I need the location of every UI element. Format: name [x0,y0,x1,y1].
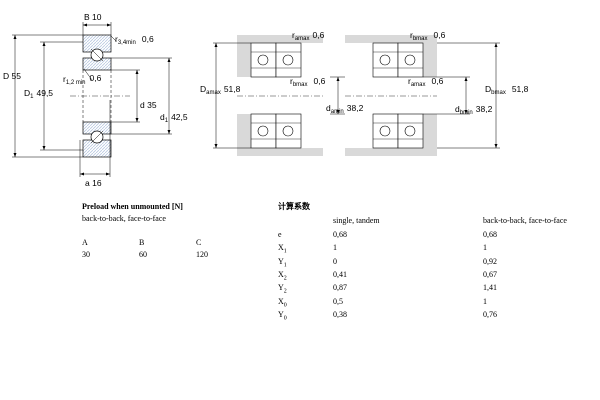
factor-symbol-subscript: 2 [283,275,287,282]
factor-symbol-letter: X [278,269,284,279]
factor-value-single: 1 [333,243,337,253]
label-D: D 55 [3,71,21,81]
factor-symbol-subscript: 1 [283,248,287,255]
factor-symbol-letter: X [278,243,284,253]
preload-header-b: B [139,238,145,247]
factor-value-pair: 0,76 [483,309,497,319]
factor-value-pair: 1 [483,296,487,306]
factor-value-single: 0,68 [333,230,347,239]
preload-title: Preload when unmounted [N] [82,202,183,211]
factor-symbol-subscript: 0 [283,315,287,322]
factor-symbol-subscript: 0 [283,302,287,309]
factor-value-single: 0,87 [333,283,347,293]
bearing-cross-section [70,34,130,158]
label-d: d 35 [140,100,157,110]
factor-symbol-subscript: 1 [283,262,287,269]
preload-value-c: 120 [196,250,208,259]
preload-header-c: C [196,238,202,247]
factor-value-single: 0 [333,256,337,266]
preload-value-a: 30 [82,250,90,259]
preload-header-a: A [82,238,88,247]
factor-value-single: 0,41 [333,269,347,279]
factor-value-single: 0,38 [333,309,347,319]
factor-symbol-letter: Y [278,283,284,293]
preload-subtitle: back-to-back, face-to-face [82,214,166,223]
factor-symbol: e [278,229,282,245]
factor-value-pair: 1,41 [483,283,497,293]
factor-value-pair: 0,68 [483,230,497,239]
preload-value-b: 60 [139,250,147,259]
factor-value-pair: 0,92 [483,256,497,266]
factor-symbol-letter: Y [278,256,284,266]
factor-value-pair: 1 [483,243,487,253]
bearing-arrangement-left [237,35,323,156]
factor-symbol-letter: Y [278,309,284,319]
factor-symbol: X1 [278,242,287,258]
factor-value-pair: 0,67 [483,269,497,279]
label-B: B 10 [84,12,102,22]
factor-symbol-letter: e [278,230,282,239]
factor-symbol-letter: X [278,296,284,306]
factor-symbol: X2 [278,269,287,285]
factors-col2-header: back-to-back, face-to-face [483,216,567,225]
factor-symbol: X0 [278,296,287,312]
label-a: a 16 [85,178,102,188]
factor-symbol-subscript: 2 [283,288,287,295]
factor-symbol: Y0 [278,309,287,325]
factor-value-single: 0,5 [333,296,343,306]
factor-symbol: Y2 [278,282,287,298]
factors-title: 计算系数 [278,202,310,211]
factor-symbol: Y1 [278,256,287,272]
factors-col1-header: single, tandem [333,216,380,225]
bearing-arrangement-right [345,35,437,156]
